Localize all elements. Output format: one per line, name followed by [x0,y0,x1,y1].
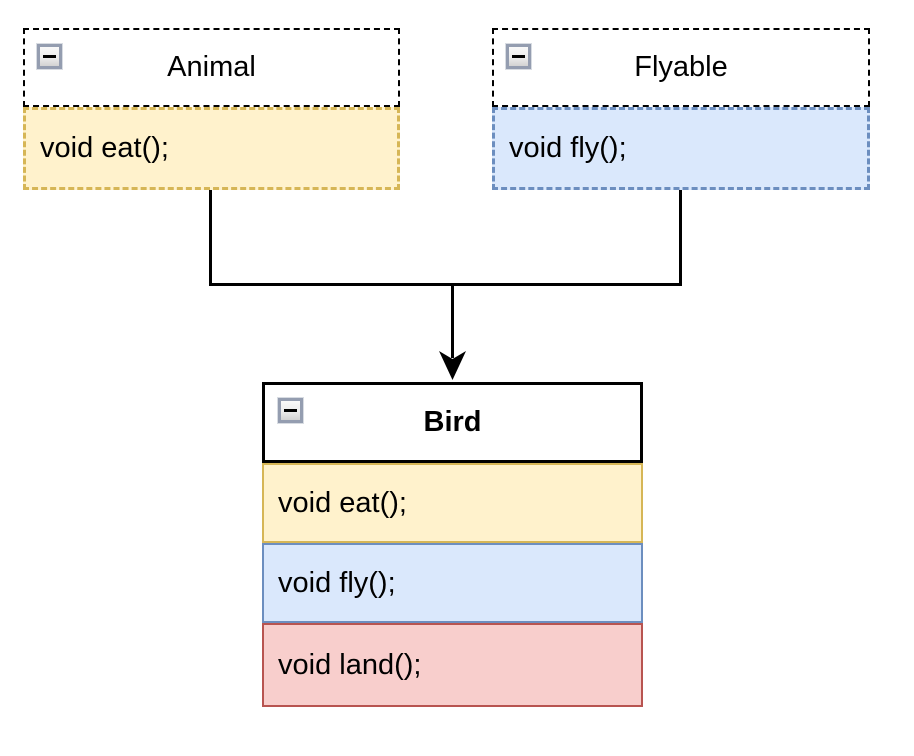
method-label: void land(); [278,648,422,681]
node-bird-row-fly[interactable]: void fly(); [262,543,643,623]
node-animal[interactable]: Animal void eat(); [23,28,400,190]
node-bird[interactable]: Bird void eat(); void fly(); void land()… [262,382,643,707]
node-animal-row-eat[interactable]: void eat(); [23,107,400,190]
node-bird-row-eat[interactable]: void eat(); [262,463,643,543]
node-bird-row-land[interactable]: void land(); [262,623,643,707]
node-bird-title-label: Bird [423,406,482,438]
node-animal-title-label: Animal [167,51,256,83]
method-label: void eat(); [40,132,169,164]
node-bird-title[interactable]: Bird [262,382,643,463]
minus-icon [512,55,525,58]
node-flyable-row-fly[interactable]: void fly(); [492,107,870,190]
collapse-button-flyable[interactable] [506,44,531,69]
node-animal-title[interactable]: Animal [23,28,400,107]
minus-icon [43,55,56,58]
edge-horizontal-merge-segment[interactable] [209,283,682,286]
minus-icon [284,409,297,412]
edge-flyable-vertical-segment[interactable] [679,190,682,285]
method-label: void fly(); [278,566,396,599]
node-flyable-title-label: Flyable [634,51,728,83]
edge-bird-vertical-segment[interactable] [451,286,454,358]
edge-animal-vertical-segment[interactable] [209,190,212,285]
arrowhead-icon[interactable] [439,351,466,380]
method-label: void eat(); [278,486,407,519]
node-flyable[interactable]: Flyable void fly(); [492,28,870,190]
collapse-button-bird[interactable] [278,398,303,423]
node-flyable-title[interactable]: Flyable [492,28,870,107]
collapse-button-animal[interactable] [37,44,62,69]
method-label: void fly(); [509,132,627,164]
